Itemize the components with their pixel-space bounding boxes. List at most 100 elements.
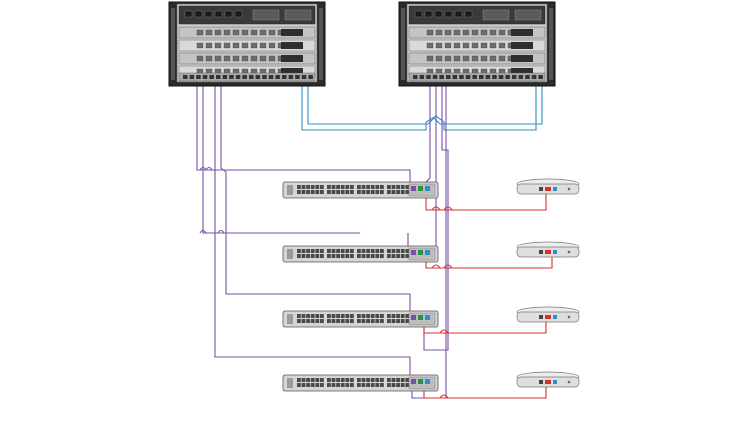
switch-port xyxy=(306,254,310,258)
switch-port xyxy=(370,254,375,258)
port xyxy=(268,29,276,36)
port xyxy=(288,75,294,79)
switch-logo-panel xyxy=(287,185,293,195)
uplink-port xyxy=(411,186,416,191)
port xyxy=(216,75,221,79)
switch-logo-panel xyxy=(287,249,293,259)
switch-port xyxy=(405,383,410,387)
port xyxy=(268,75,274,79)
uplink-link xyxy=(214,74,411,378)
switch-port xyxy=(331,185,336,189)
ap-link-hop xyxy=(431,264,453,269)
switch-port xyxy=(391,383,396,387)
switch-port xyxy=(315,249,320,253)
switch-port xyxy=(387,319,391,323)
port xyxy=(489,55,497,62)
switch-port xyxy=(361,185,366,189)
port xyxy=(525,75,530,79)
port xyxy=(435,42,443,49)
switch-port xyxy=(327,319,331,323)
switch-port xyxy=(331,383,336,387)
port xyxy=(214,55,222,62)
port xyxy=(262,75,267,79)
uplink-link xyxy=(423,74,449,351)
port xyxy=(196,55,204,62)
switch-port xyxy=(350,378,354,382)
switch-port xyxy=(361,319,366,323)
ap-led xyxy=(567,250,571,254)
switch-port xyxy=(361,249,366,253)
switch-port xyxy=(310,314,315,318)
port xyxy=(214,29,222,36)
module-handle xyxy=(281,55,303,62)
switch-port xyxy=(310,383,315,387)
port xyxy=(498,75,504,79)
switch-port xyxy=(301,314,306,318)
ap-port xyxy=(553,380,557,384)
port xyxy=(426,55,434,62)
uplink-port xyxy=(425,315,430,320)
switch-port xyxy=(375,249,380,253)
switch-port xyxy=(400,378,405,382)
switch-port xyxy=(315,383,320,387)
switch-port xyxy=(387,185,391,189)
port xyxy=(446,75,451,79)
switch-port xyxy=(396,249,400,253)
port xyxy=(480,29,488,36)
uplink-hop xyxy=(199,229,225,234)
ap-led xyxy=(567,380,571,384)
uplink-hop xyxy=(199,166,213,171)
switch-port xyxy=(320,383,324,387)
switch-port xyxy=(301,254,306,258)
port xyxy=(196,42,204,49)
switch-port xyxy=(331,254,336,258)
port xyxy=(453,29,461,36)
port xyxy=(194,10,203,18)
port xyxy=(435,29,443,36)
ap-port xyxy=(545,187,551,191)
module-handle xyxy=(511,29,533,36)
switch-port xyxy=(405,319,410,323)
port xyxy=(249,75,254,79)
switch-port xyxy=(315,185,320,189)
port xyxy=(241,55,249,62)
port xyxy=(259,42,267,49)
switch-port xyxy=(315,319,320,323)
switch-port xyxy=(387,378,391,382)
uplink-link xyxy=(423,74,431,185)
port xyxy=(223,55,231,62)
module-handle xyxy=(511,55,533,62)
switch-port xyxy=(301,378,306,382)
port xyxy=(489,29,497,36)
switch-port xyxy=(380,383,384,387)
port xyxy=(426,75,431,79)
port xyxy=(464,10,473,18)
switch-port xyxy=(387,249,391,253)
access-switch-3 xyxy=(282,310,439,328)
port xyxy=(268,42,276,49)
port xyxy=(471,55,479,62)
port xyxy=(234,10,243,18)
port xyxy=(232,42,240,49)
uplink-port xyxy=(411,315,416,320)
switch-port xyxy=(350,185,354,189)
module-handle xyxy=(284,9,312,21)
port xyxy=(295,75,300,79)
switch-port xyxy=(340,383,345,387)
switch-port xyxy=(366,254,370,258)
ap-link xyxy=(425,257,553,269)
switch-port xyxy=(375,383,380,387)
port xyxy=(205,42,213,49)
ap-port xyxy=(545,315,551,319)
switch-port xyxy=(391,249,396,253)
port xyxy=(268,55,276,62)
port xyxy=(205,55,213,62)
port xyxy=(492,75,497,79)
ap-link xyxy=(423,322,547,334)
switch-port xyxy=(331,190,336,194)
switch-port xyxy=(396,190,400,194)
uplink-link xyxy=(220,74,411,313)
switch-port xyxy=(366,190,370,194)
switch-port xyxy=(350,254,354,258)
switch-port xyxy=(340,190,345,194)
